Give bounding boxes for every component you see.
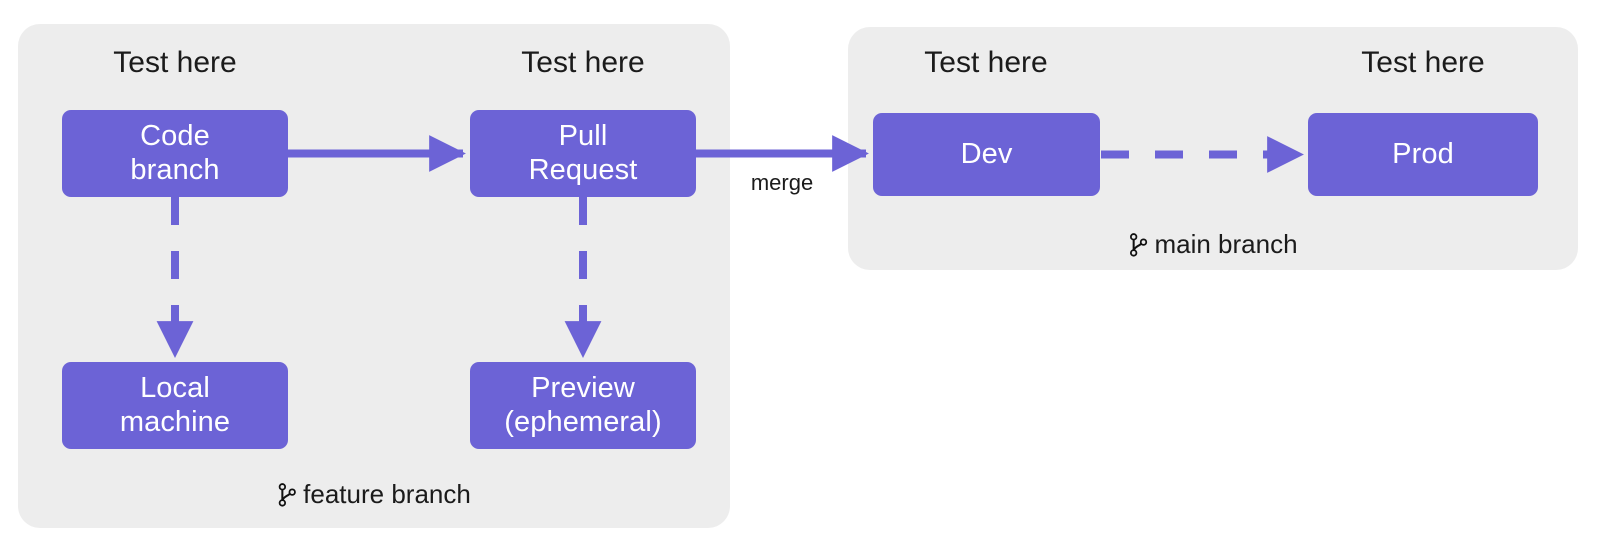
node-code-branch-line2: branch — [130, 153, 220, 186]
node-prod[interactable]: Prod — [1308, 113, 1538, 196]
node-local-machine-line1: Local — [140, 372, 210, 405]
node-dev-line1: Dev — [960, 137, 1013, 170]
caption-dev: Test here — [924, 46, 1048, 79]
node-pull-request-line2: Request — [528, 153, 638, 186]
caption-prod: Test here — [1361, 46, 1485, 79]
node-prod-line1: Prod — [1392, 137, 1454, 170]
node-preview-line1: Preview — [531, 372, 635, 405]
branch-label-feature: feature branch — [277, 479, 471, 510]
node-preview-line2: (ephemeral) — [504, 405, 662, 438]
node-code-branch-line1: Code — [140, 120, 210, 153]
branch-label-feature-text: feature branch — [303, 479, 471, 509]
node-pull-request-line1: Pull — [558, 120, 608, 153]
edge-label-merge: merge — [750, 170, 814, 195]
branch-label-main: main branch — [1128, 229, 1298, 260]
node-local-machine[interactable]: Local machine — [62, 362, 288, 449]
caption-pull-request: Test here — [521, 46, 645, 79]
git-branch-icon — [277, 482, 297, 507]
caption-code-branch: Test here — [113, 46, 237, 79]
branch-label-main-text: main branch — [1154, 229, 1298, 259]
node-code-branch[interactable]: Code branch — [62, 110, 288, 197]
node-preview[interactable]: Preview (ephemeral) — [470, 362, 696, 449]
node-local-machine-line2: machine — [119, 405, 231, 438]
git-branch-icon — [1128, 232, 1148, 257]
node-pull-request[interactable]: Pull Request — [470, 110, 696, 197]
node-dev[interactable]: Dev — [873, 113, 1100, 196]
